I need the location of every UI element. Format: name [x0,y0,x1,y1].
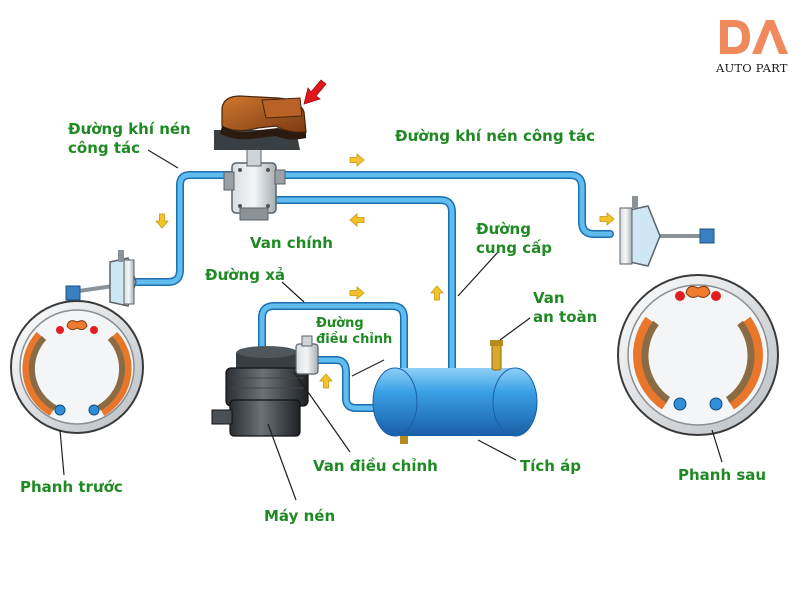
tank-icon [372,340,538,444]
arrow-icon [349,153,365,167]
label-supply-line: Đường cung cấp [476,220,552,257]
label-working-air-line-top: Đường khí nén công tác [395,127,595,145]
regulator-valve [295,335,319,375]
arrow-icon [349,213,365,227]
rear-brake-chamber [619,196,715,267]
arrow-icon [599,212,615,226]
label-safety-valve: Van an toàn [533,289,598,326]
arrow-icon [349,286,365,300]
air-lines-inner [132,172,613,411]
arrow-icon [155,213,169,229]
logo-text: AUTO PART [716,61,788,75]
leader-lines [59,149,723,501]
label-tank: Tích áp [520,457,582,475]
da-logo-icon [720,20,788,54]
pedal-arrow-icon [303,79,327,105]
compressor-icon [211,346,309,437]
brake-drum-icon [10,300,144,434]
main-valve [223,147,286,221]
label-front-brake: Phanh trước [20,478,123,496]
label-control-line: Đường điều chỉnh [316,316,393,347]
label-rear-brake: Phanh sau [678,466,767,484]
label-main-valve: Van chính [250,234,333,252]
front-brake-chamber [65,250,137,307]
label-regulator-valve: Van điều chỉnh [313,457,438,475]
brake-drum-icon [617,274,779,436]
arrow-icon [430,285,444,301]
boot-pedal-icon [214,95,307,150]
arrow-icon [319,373,333,389]
label-exhaust-line: Đường xả [205,266,285,284]
label-working-air-line-left: Đường khí nén công tác [68,120,191,157]
label-compressor: Máy nén [264,507,336,525]
